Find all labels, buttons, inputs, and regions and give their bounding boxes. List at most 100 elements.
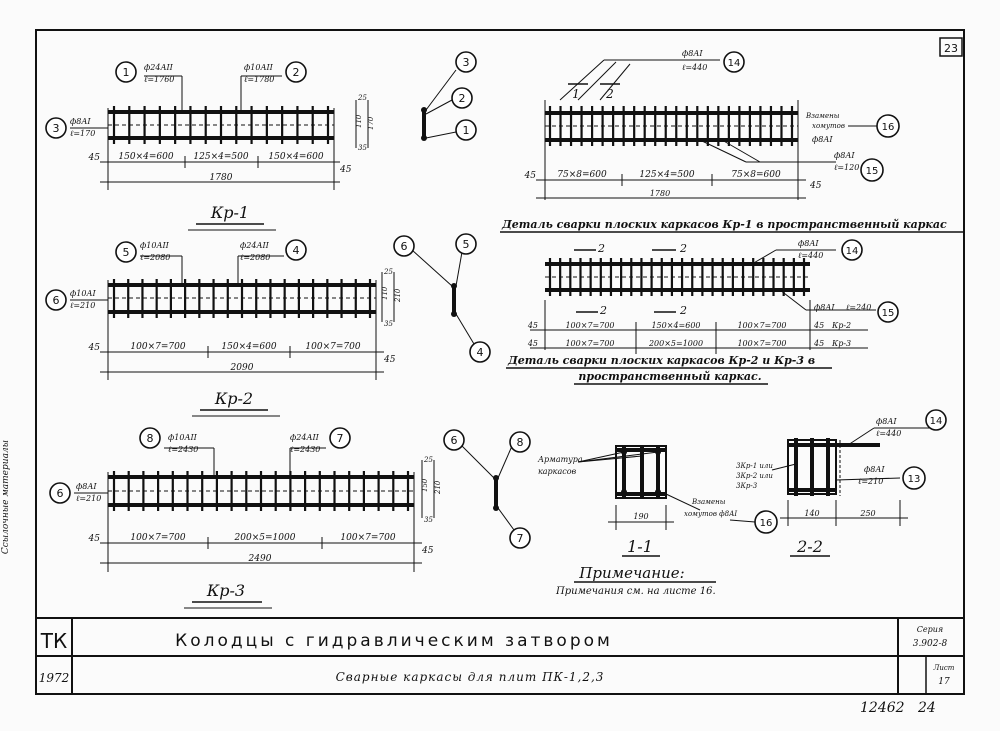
svg-text:2: 2 — [679, 242, 687, 255]
archive-sheet: 24 — [917, 700, 936, 716]
svg-text:1: 1 — [123, 66, 130, 79]
svg-text:2490: 2490 — [248, 554, 272, 564]
svg-text:ф8АI: ф8АI — [864, 465, 885, 474]
kp2-ties — [112, 279, 372, 318]
svg-text:100×7=700: 100×7=700 — [340, 533, 395, 543]
svg-text:ℓ=210: ℓ=210 — [76, 494, 101, 503]
svg-text:150×4=600: 150×4=600 — [221, 342, 276, 352]
svg-text:45: 45 — [88, 343, 101, 353]
svg-text:4: 4 — [477, 346, 484, 359]
svg-text:ф8АI: ф8АI — [834, 151, 855, 160]
svg-text:ℓ=120: ℓ=120 — [834, 163, 859, 172]
svg-text:45: 45 — [527, 339, 538, 348]
svg-text:110: 110 — [355, 114, 363, 128]
svg-text:ℓ=440: ℓ=440 — [876, 429, 901, 438]
sec22-caption: 2-2 — [796, 537, 823, 556]
svg-text:ℓ=2430: ℓ=2430 — [168, 445, 198, 454]
svg-text:2: 2 — [599, 304, 607, 317]
section-2-2: ф8АI ℓ=440 14 3Кр-1 или 3Кр-2 или 3Кр-3 … — [736, 409, 947, 557]
svg-text:3Кр-3: 3Кр-3 — [736, 482, 758, 490]
svg-text:2: 2 — [605, 87, 614, 101]
title-org: ТК — [40, 629, 67, 653]
title-year: 1972 — [39, 671, 70, 685]
svg-text:ℓ=2080: ℓ=2080 — [140, 253, 170, 262]
svg-text:ф8АI: ф8АI — [812, 135, 833, 144]
svg-text:100×7=700: 100×7=700 — [130, 533, 185, 543]
svg-text:16: 16 — [760, 518, 773, 529]
svg-text:ф8АI: ф8АI — [70, 117, 91, 126]
svg-text:1780: 1780 — [650, 189, 670, 198]
svg-text:35: 35 — [424, 516, 433, 524]
svg-text:3Кр-2 или: 3Кр-2 или — [736, 472, 773, 480]
title-subtitle: Сварные каркасы для плит ПК-1,2,3 — [336, 670, 605, 684]
kp1-bubble-1 — [115, 61, 137, 83]
svg-text:45: 45 — [524, 171, 537, 181]
svg-text:ℓ=210: ℓ=210 — [70, 301, 95, 310]
kp1-end-left: 45 — [88, 153, 101, 163]
archive-number: 12462 — [860, 700, 905, 716]
detail2-ties — [548, 258, 806, 296]
svg-text:15: 15 — [866, 166, 879, 177]
margin-text: Ссылочные материалы — [1, 440, 11, 554]
series-value: 3.902-8 — [913, 639, 948, 649]
svg-text:45: 45 — [527, 321, 538, 330]
svg-text:Кр-3: Кр-3 — [831, 339, 851, 348]
svg-text:ℓ=2430: ℓ=2430 — [290, 445, 320, 454]
note-text: Примечания см. на листе 16. — [555, 586, 716, 597]
kp2-frame-drawing: 45 45 100×7=700 150×4=600 100×7=700 2090… — [45, 233, 491, 417]
svg-text:25: 25 — [423, 456, 433, 464]
svg-text:Арматура: Арматура — [537, 455, 583, 464]
svg-text:2: 2 — [597, 242, 605, 255]
svg-text:45: 45 — [813, 321, 824, 330]
svg-text:Кр-2: Кр-2 — [831, 321, 851, 330]
svg-text:14: 14 — [728, 58, 741, 69]
svg-text:100×7=700: 100×7=700 — [737, 339, 786, 348]
kp3-frame-drawing: 45 45 100×7=700 200×5=1000 100×7=700 249… — [49, 427, 531, 609]
svg-text:16: 16 — [882, 122, 895, 133]
svg-text:ф8АI: ф8АI — [798, 239, 819, 248]
svg-text:7: 7 — [517, 532, 524, 545]
kp3-caption: Кр-3 — [206, 581, 245, 600]
svg-text:45: 45 — [813, 339, 824, 348]
svg-text:5: 5 — [123, 246, 130, 259]
svg-text:14: 14 — [846, 246, 859, 257]
svg-text:15: 15 — [882, 308, 895, 319]
kp1-ties — [112, 106, 330, 144]
svg-text:ф10АII: ф10АII — [140, 241, 170, 250]
page-number: 23 — [944, 42, 958, 55]
svg-text:200×5=1000: 200×5=1000 — [648, 339, 703, 348]
svg-text:хомутов ф8АI: хомутов ф8АI — [684, 510, 737, 518]
svg-text:100×7=700: 100×7=700 — [737, 321, 786, 330]
section-1-1: Арматура каркасов 190 Взамены хомутов ф8… — [537, 445, 778, 557]
svg-text:ф8АI: ф8АI — [814, 303, 835, 312]
svg-text:4: 4 — [293, 244, 300, 257]
svg-text:8: 8 — [147, 432, 154, 445]
svg-text:45: 45 — [88, 534, 101, 544]
svg-text:ф24АII: ф24АII — [240, 241, 270, 250]
svg-text:100×7=700: 100×7=700 — [565, 321, 614, 330]
svg-text:125×4=500: 125×4=500 — [639, 170, 694, 180]
svg-text:25: 25 — [357, 94, 367, 102]
svg-text:8: 8 — [517, 436, 524, 449]
detail1-ties — [548, 106, 794, 146]
svg-text:ф10АII: ф10АII — [244, 63, 274, 72]
svg-text:ℓ=1760: ℓ=1760 — [144, 75, 174, 84]
detail1-drawing: 14 ф8АI ℓ=440 1 2 Взамены хомутов ф8АI 1… — [500, 49, 964, 233]
svg-text:7: 7 — [337, 432, 344, 445]
svg-text:45: 45 — [421, 546, 434, 556]
svg-text:25: 25 — [383, 268, 393, 276]
svg-text:100×7=700: 100×7=700 — [130, 342, 185, 352]
kp1-bubble-2 — [285, 61, 307, 83]
svg-text:ℓ=440: ℓ=440 — [682, 63, 707, 72]
svg-text:ф24АII: ф24АII — [290, 433, 320, 442]
svg-text:Серия: Серия — [917, 625, 943, 634]
sec11-caption: 1-1 — [627, 537, 653, 556]
detail2-caption-line1: Деталь сварки плоских каркасов Кр-2 и Кр… — [507, 354, 815, 367]
svg-text:3Кр-1 или: 3Кр-1 или — [736, 462, 773, 470]
svg-text:ℓ=1780: ℓ=1780 — [244, 75, 274, 84]
svg-text:14: 14 — [930, 416, 943, 427]
svg-text:ф8АI: ф8АI — [76, 482, 97, 491]
svg-text:250: 250 — [859, 509, 875, 518]
title-block: ТК 1972 Колодцы с гидравлическим затворо… — [36, 617, 964, 716]
